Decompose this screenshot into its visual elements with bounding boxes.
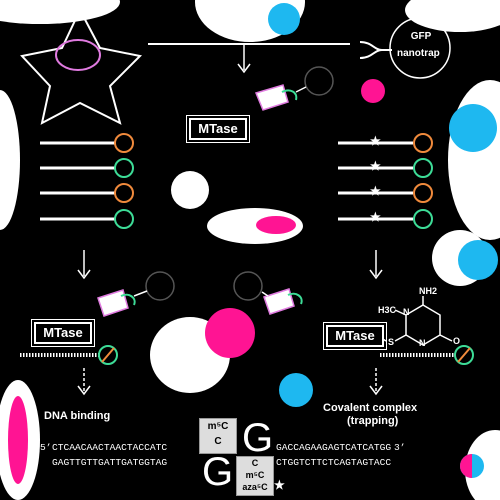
bottom-box-line3: aza⁵C [242,482,268,492]
dna-end-left [98,345,118,365]
cyan-dot [458,240,498,280]
down-arrows [77,250,383,396]
gfp-tag-icon [145,271,175,301]
enzyme-left-link [133,290,148,297]
chem-ch3: H3C [378,305,397,315]
dna-end-left-mark [101,347,115,363]
flow-arrowhead [237,63,251,74]
cyan-dot [449,104,497,152]
mtase-top-label: MTase [186,115,250,143]
enzyme-right-link [261,291,269,297]
enzyme-top-linker [281,89,298,101]
nanotrap-label-line2: nanotrap [397,48,440,59]
outcome-covalent-line2: (trapping) [347,415,399,427]
enzyme-top-link [295,86,307,93]
chem-nh2: NH2 [419,286,438,296]
magenta-dot [361,79,385,103]
chem-s: S [388,337,395,347]
bg-blob-white [448,80,500,240]
bottom-cpg-box: C m⁵C aza⁵C [236,456,274,496]
top-box-line1: m⁵C [207,421,229,432]
dna-probes-right [338,133,433,229]
cyan-dot [268,3,300,35]
mtase-left-label: MTase [31,319,95,347]
mtase-right-label: MTase [323,322,387,350]
chem-n-bottom: N [419,338,426,348]
enzyme-left-linker [120,293,136,306]
dna-probes-left [40,133,134,229]
chem-n-top: N [403,307,410,317]
star-icon: ★ [370,184,381,198]
enzyme-left-icon [97,289,129,317]
bottom-box-line2: m⁵C [245,470,265,480]
gfp-tag-icon [304,66,334,96]
chem-o: O [453,336,461,346]
outcome-covalent-line1: Covalent complex [323,402,418,414]
star-icon: ★ [370,159,381,173]
nanotrap-antibody-icon [359,41,392,59]
seq-top-right: GACCAGAAGAGTCATCATGG [276,442,392,453]
bg-blob-white [0,0,120,24]
outcome-dna-binding: DNA binding [44,410,111,422]
magenta-dot [205,308,255,358]
white-dot [171,171,209,209]
azacytosine-structure [372,296,453,346]
enzyme-right-icon [263,288,295,315]
top-cpg-box: m⁵C C [199,418,237,454]
bottom-box-line1: C [251,458,259,468]
cyan-dot [279,373,313,407]
enzyme-top-icon [254,84,289,111]
top-box-line2: C [214,436,222,447]
nanotrap-label-line1: GFP [410,31,432,42]
star-icon: ★ [370,210,381,224]
bg-blob-white [0,90,20,230]
dna-end-right [454,345,474,365]
magenta-ellipse [256,216,296,234]
cell-nucleus [55,39,101,71]
nanotrap-bead [389,17,451,79]
star-icon: ★ [274,478,285,492]
magenta-half [460,454,472,478]
top-big-G: G [242,416,274,460]
dna-end-right-mark [457,347,471,363]
bottom-big-G: G [202,450,234,494]
gfp-tag-icon [233,271,263,301]
enzyme-right-linker [287,292,303,305]
seq-bottom-left: GAGTTGTTGATTGATGGTAG [52,457,168,468]
cell-outline [20,7,143,125]
magenta-ellipse [8,396,28,484]
seq-top-suffix: 3’ [394,442,406,453]
star-icon: ★ [370,134,381,148]
seq-top-left: CTCAACAACTAACTACCATC [52,442,168,453]
bg-blob-white [405,0,500,32]
seq-top-prefix: 5’ [40,442,52,453]
seq-bottom-right: CTGGTCTTCTCAGTAGTACC [276,457,392,468]
